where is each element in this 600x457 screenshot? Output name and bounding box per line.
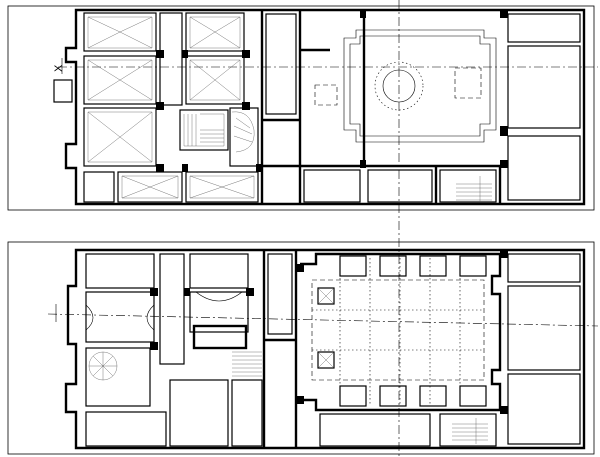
upper-middle-walls [260,10,360,204]
lower-piers [150,250,508,414]
upper-plan-frame [7,5,595,211]
upper-dome-inner [382,69,416,103]
lower-room-g2 [507,285,581,371]
lower-room-c2 [231,379,263,447]
lower-room-a3 [85,347,151,407]
lower-east-stair [452,418,488,444]
lower-room-c1 [169,379,229,447]
upper-room-a3 [83,107,157,167]
upper-vault-a3 [87,111,153,163]
upper-nave-inner [343,29,497,143]
upper-room-h [439,169,497,203]
upper-vault-b2 [189,59,241,101]
lower-room-b3 [192,324,248,350]
upper-spiral-stair [231,111,255,153]
upper-room-g1 [507,13,581,43]
upper-vault-a2 [87,59,153,101]
upper-east-stair [456,176,492,202]
upper-room-d1 [83,171,115,203]
upper-room-d2 [117,171,183,203]
lower-room-a1 [85,253,155,289]
upper-corridor [159,12,183,106]
upper-vault-a1 [87,16,153,49]
lower-floor-plan [7,241,599,455]
lower-nave-piers [317,287,335,369]
upper-building-outline [64,8,586,206]
upper-stair-room [179,109,229,151]
lower-building-outline [64,248,586,450]
lower-room-b1 [189,253,249,289]
lower-room-a4 [85,411,167,447]
upper-room-g2 [507,45,581,129]
upper-room-g3 [507,135,581,201]
upper-room-b2 [185,55,245,105]
upper-section-marker: X [53,64,65,72]
upper-nave-inner-2 [349,35,491,137]
upper-room-i [367,169,433,203]
lower-room-i [319,413,431,447]
upper-bay-1 [314,84,338,106]
upper-room-a2 [83,55,157,105]
lower-chapel-niches [339,255,487,407]
upper-room-f [303,169,361,203]
upper-room-e [265,13,297,115]
lower-section-line-horizontal [47,313,599,327]
upper-dome-outer [374,61,424,111]
lower-spiral-treads [89,352,117,380]
lower-room-g3 [507,373,581,445]
lower-room-b2 [189,291,249,333]
upper-piers [156,10,508,172]
lower-room-e [267,253,293,335]
upper-bay-2 [454,67,482,99]
lower-plan-frame [7,241,595,455]
upper-stair-treads [183,113,225,147]
lower-arch-b2 [195,291,243,302]
upper-floor-plan: X [7,0,598,457]
upper-west-annex [53,79,73,103]
upper-vault-d3 [189,175,255,199]
lower-room-g1 [507,253,581,283]
upper-vault-d2 [121,175,179,199]
upper-room-d3 [185,171,259,203]
lower-corridor [159,253,185,365]
upper-vault-b1 [189,16,241,49]
lower-nave-outline [300,252,502,412]
lower-middle-walls [262,250,298,448]
lower-room-a2 [85,291,155,343]
lower-arch-a2 [85,304,155,331]
lower-stair-treads [232,351,262,377]
upper-room-a1 [83,12,157,52]
upper-room-b1 [185,12,245,52]
lower-nave-inner [311,279,485,381]
lower-room-h [439,413,497,447]
